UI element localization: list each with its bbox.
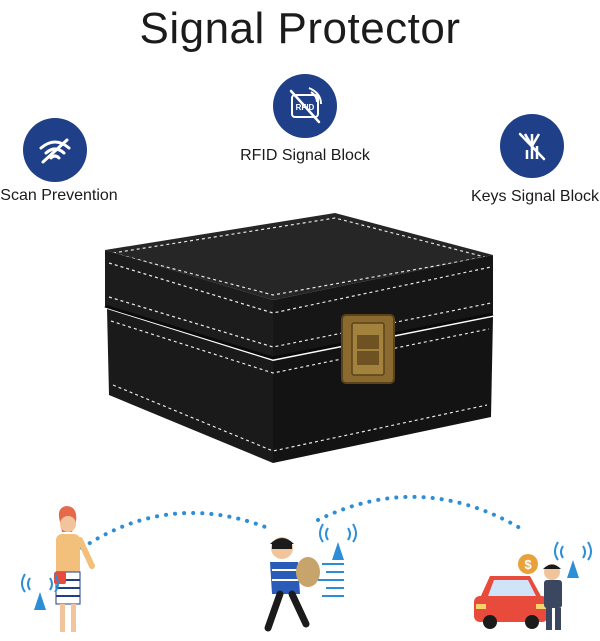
feature-label-rfid-signal-block: RFID Signal Block	[240, 147, 370, 164]
money-bag-icon: $	[518, 554, 538, 574]
rfid-block-badge: RFID	[273, 74, 337, 138]
thief-figure	[264, 537, 320, 632]
box-lid-front	[105, 250, 273, 357]
money-symbol: $	[524, 557, 532, 572]
speed-lines	[318, 563, 344, 597]
car-figure	[474, 576, 548, 629]
box-clasp	[341, 314, 395, 384]
page-title: Signal Protector	[139, 4, 461, 53]
relay-attack-scene: $	[21, 494, 592, 632]
box-lid-top	[105, 213, 493, 300]
keys-block-badge	[500, 114, 564, 178]
signal-icon-left	[21, 573, 59, 610]
antenna-block-icon	[518, 132, 546, 161]
thief-figure-2	[543, 564, 562, 630]
rfid-block-icon: RFID	[289, 87, 322, 124]
signal-icon-right	[554, 541, 592, 578]
feature-label-keys-signal-block: Keys Signal Block	[470, 188, 600, 205]
scan-prevention-badge	[23, 118, 87, 182]
signal-arc-right	[316, 494, 522, 530]
box-lid-side	[273, 255, 493, 357]
signal-protector-box	[104, 213, 494, 463]
wifi-block-icon	[39, 138, 71, 164]
signal-icon-middle	[319, 523, 357, 560]
signal-arc-left	[80, 510, 270, 550]
box-base-front	[107, 309, 273, 463]
box-base-side	[273, 317, 493, 463]
feature-label-scan-prevention: Scan Prevention	[0, 187, 118, 204]
woman-figure	[54, 506, 95, 632]
